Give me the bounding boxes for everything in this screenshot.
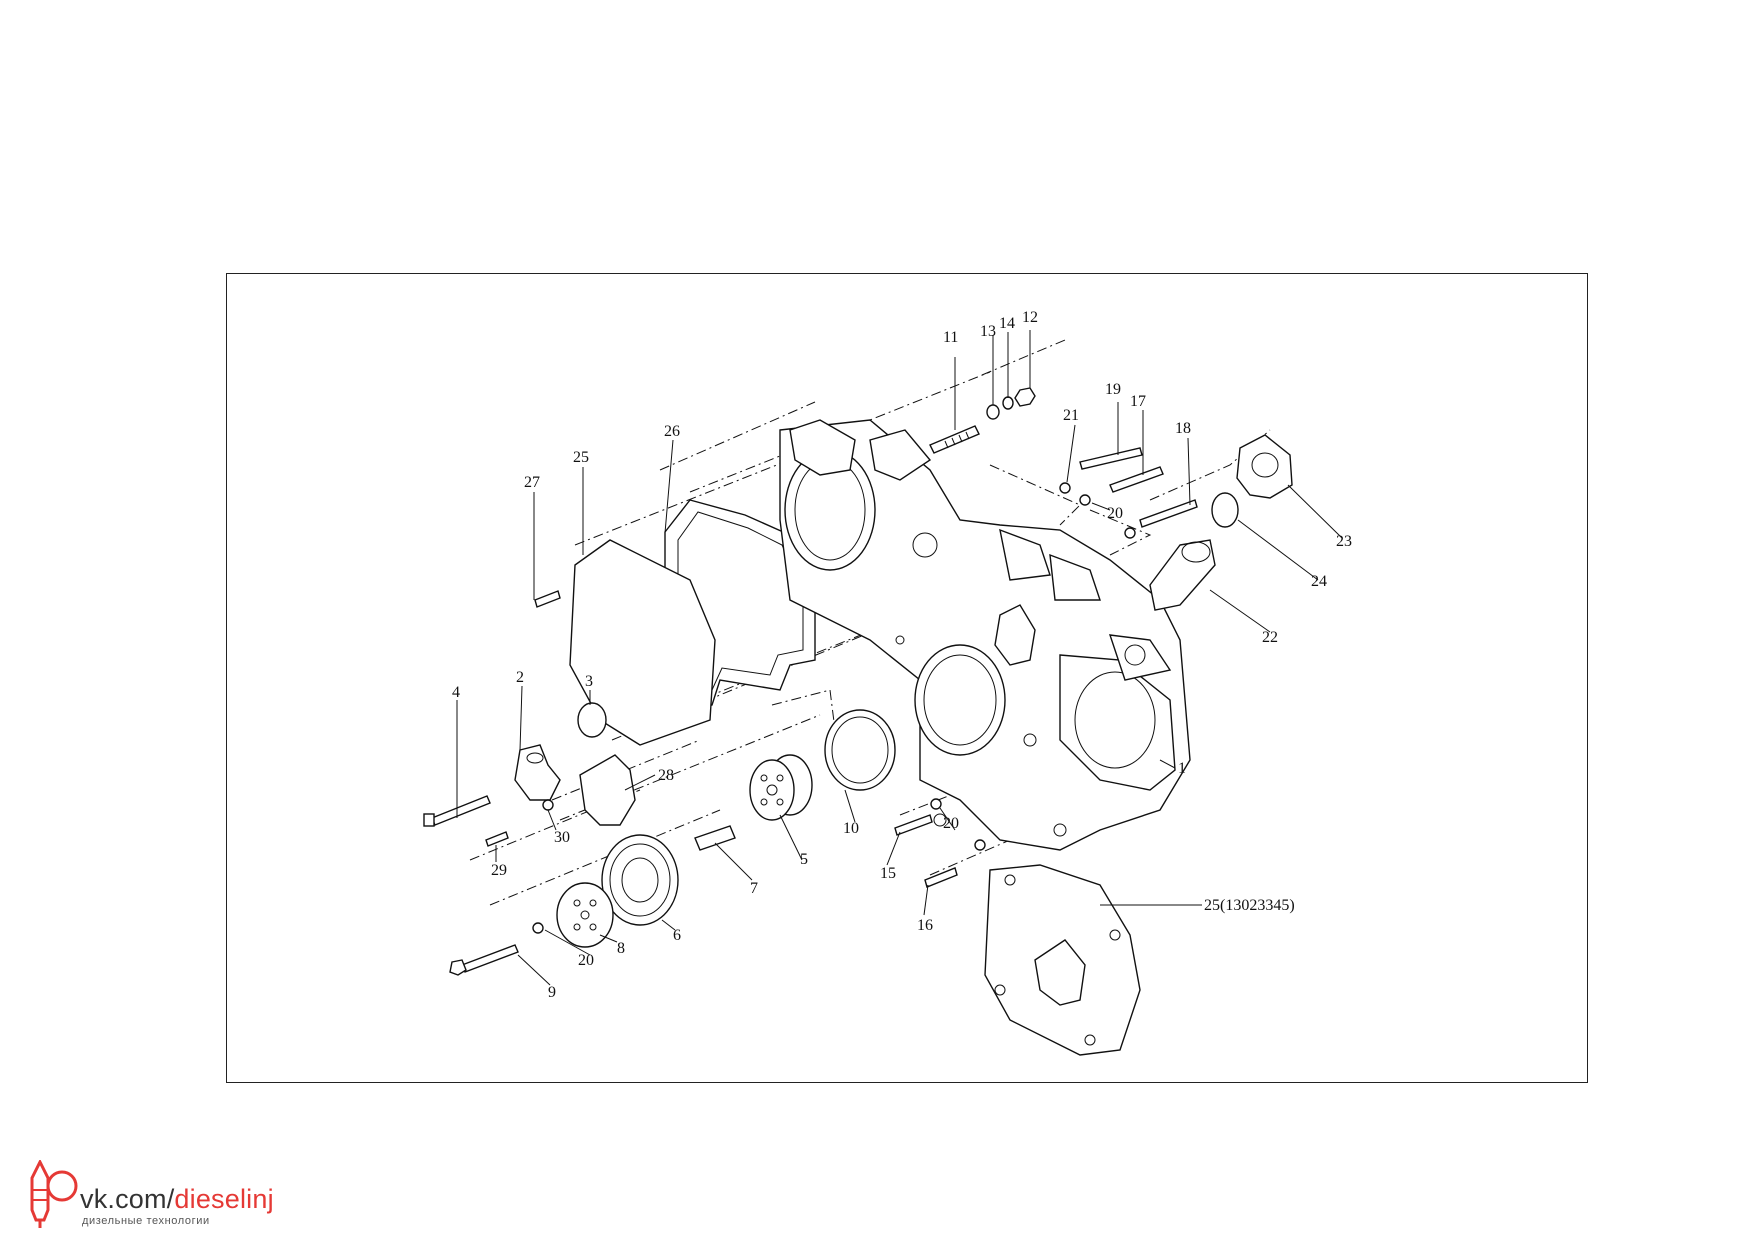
watermark-url-prefix: vk.com/: [80, 1184, 175, 1214]
watermark-url[interactable]: vk.com/dieselinj: [80, 1184, 274, 1215]
washer-20-upper: [1079, 494, 1091, 506]
bolt-18: [1139, 499, 1198, 528]
flange-8: [556, 882, 614, 948]
bolt-15: [894, 814, 933, 836]
label-16: 16: [917, 917, 933, 934]
injector-logo-icon: [30, 1160, 78, 1228]
gear-6: [601, 834, 679, 926]
bolt-17: [1109, 466, 1164, 493]
label-20a: 20: [1107, 505, 1123, 522]
label-2: 2: [516, 669, 524, 686]
washer-20-side: [1124, 527, 1136, 539]
washer-13: [986, 404, 1000, 420]
nut-12: [1014, 387, 1036, 407]
label-7: 7: [750, 880, 758, 897]
label-6: 6: [673, 927, 681, 944]
washer-30: [542, 799, 554, 811]
label-28: 28: [658, 767, 674, 784]
washer-20-mid: [930, 798, 942, 810]
label-11: 11: [943, 329, 958, 346]
label-24: 24: [1311, 573, 1327, 590]
elbow-2: [514, 744, 561, 801]
label-29: 29: [491, 862, 507, 879]
bolt-9: [461, 944, 519, 973]
seal-ring-10: [824, 709, 896, 791]
timing-gear-housing-1: [779, 419, 1191, 851]
label-14: 14: [999, 315, 1015, 332]
filler-tube-22: [1149, 539, 1216, 611]
label-26: 26: [664, 423, 680, 440]
bolt-27: [534, 590, 561, 608]
stud-11: [929, 425, 980, 454]
hub-5: [749, 754, 813, 821]
label-1: 1: [1178, 760, 1186, 777]
cover-plate-28: [579, 754, 636, 826]
label-17: 17: [1130, 393, 1146, 410]
bolt-19: [1079, 447, 1143, 470]
label-20b: 20: [943, 815, 959, 832]
bolt-16: [924, 867, 958, 888]
label-15: 15: [880, 865, 896, 882]
label-25a: 25: [573, 449, 589, 466]
label-18: 18: [1175, 420, 1191, 437]
label-13: 13: [980, 323, 996, 340]
label-4: 4: [452, 684, 460, 701]
label-21: 21: [1063, 407, 1079, 424]
washer-20-right: [974, 839, 986, 851]
washer-21: [1059, 482, 1071, 494]
label-22: 22: [1262, 629, 1278, 646]
label-8: 8: [617, 940, 625, 957]
washer-14: [1002, 396, 1014, 410]
o-ring-3: [577, 702, 607, 738]
label-30: 30: [554, 829, 570, 846]
bolt-4: [431, 795, 491, 826]
label-9: 9: [548, 984, 556, 1001]
shaft-7: [694, 825, 736, 851]
label-5: 5: [800, 851, 808, 868]
filler-cap-23: [1236, 434, 1293, 499]
watermark-subtitle: дизельные технологии: [82, 1215, 210, 1227]
bolt-29: [485, 831, 509, 847]
callout-labels: 1 2 3 4 5 6 7 8 9 10 11 12 13 14 15 16 1…: [452, 309, 1352, 1001]
label-12: 12: [1022, 309, 1038, 326]
label-23: 23: [1336, 533, 1352, 550]
label-20c: 20: [578, 952, 594, 969]
label-19: 19: [1105, 381, 1121, 398]
label-27: 27: [524, 474, 540, 491]
o-ring-24: [1211, 492, 1239, 528]
label-10: 10: [843, 820, 859, 837]
cover-plate-25-lower: [984, 864, 1141, 1056]
diagram-frame: [226, 273, 1588, 1083]
label-25b: 25(13023345): [1204, 897, 1295, 914]
leader-lines: [456, 330, 1343, 986]
label-3: 3: [585, 673, 593, 690]
watermark-url-accent: dieselinj: [174, 1184, 274, 1214]
cover-plate-25: [569, 539, 716, 746]
washer-20-lower: [532, 922, 544, 934]
